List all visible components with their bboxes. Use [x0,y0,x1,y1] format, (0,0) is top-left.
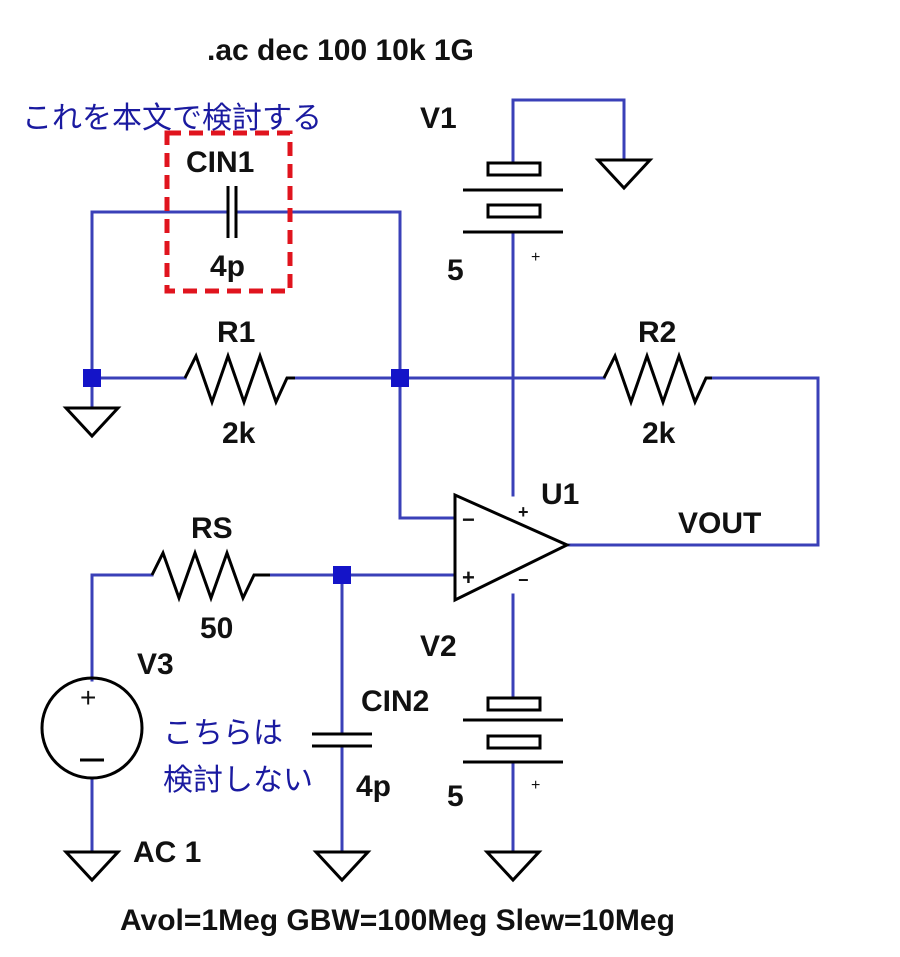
r2-value: 2k [642,417,676,450]
resistor-rs [150,548,270,603]
resistor-r2 [602,351,712,407]
cin2-value: 4p [356,770,391,803]
v1-value: 5 [447,254,464,287]
net-label-vout: VOUT [678,507,761,540]
wire-inverting-input [398,376,457,520]
battery-v2: + [463,696,563,794]
opamp-minus-sign: − [462,507,475,532]
note-not-examined-line2: 検討しない [163,763,313,798]
r2-name: R2 [638,316,676,349]
resistor-r1 [183,351,295,407]
junction-dot [333,566,351,584]
svg-text:+: + [531,249,540,266]
wire-feedback-vout [565,376,820,547]
junction-dot [391,369,409,387]
opamp-parameters: Avol=1Meg GBW=100Meg Slew=10Meg [120,904,675,937]
cin1-name: CIN1 [186,146,254,179]
wire-v1-top [511,98,626,165]
cin2-name: CIN2 [361,685,429,718]
opamp-vplus-sign: + [518,502,529,522]
junction-dot [83,369,101,387]
capacitor-cin2 [312,732,372,748]
ac-directive: .ac dec 100 10k 1G [207,34,474,67]
v3-value: AC 1 [133,836,201,869]
ground-symbol [483,850,543,883]
rs-value: 50 [200,612,233,645]
svg-text:+: + [531,777,540,794]
highlight-box-cin1 [164,130,293,294]
r1-name: R1 [217,316,255,349]
wire-v3-top [90,573,154,682]
v2-name: V2 [420,630,457,663]
ground-symbol [62,406,122,439]
v3-name: V3 [137,648,174,681]
wire-cin1-right [234,210,402,380]
ground-symbol [594,158,654,191]
v2-value: 5 [447,780,464,813]
v1-name: V1 [420,102,457,135]
opamp-u1: − + + − [453,492,571,603]
ground-symbol [62,850,122,883]
r1-value: 2k [222,417,256,450]
source-plus-sign: + [80,682,96,713]
ac-source-v3: + [40,676,144,780]
rs-name: RS [191,512,233,545]
battery-v1: + [463,161,563,266]
ground-symbol [312,850,372,883]
note-not-examined-line1: こちらは [163,716,283,751]
note-examined: これを本文で検討する [22,101,322,136]
cin1-value: 4p [210,250,245,283]
opamp-plus-sign: + [462,565,475,590]
opamp-vminus-sign: − [518,570,529,590]
u1-name: U1 [541,478,579,511]
wire-cin1-left [90,210,230,380]
capacitor-cin1 [226,186,238,238]
